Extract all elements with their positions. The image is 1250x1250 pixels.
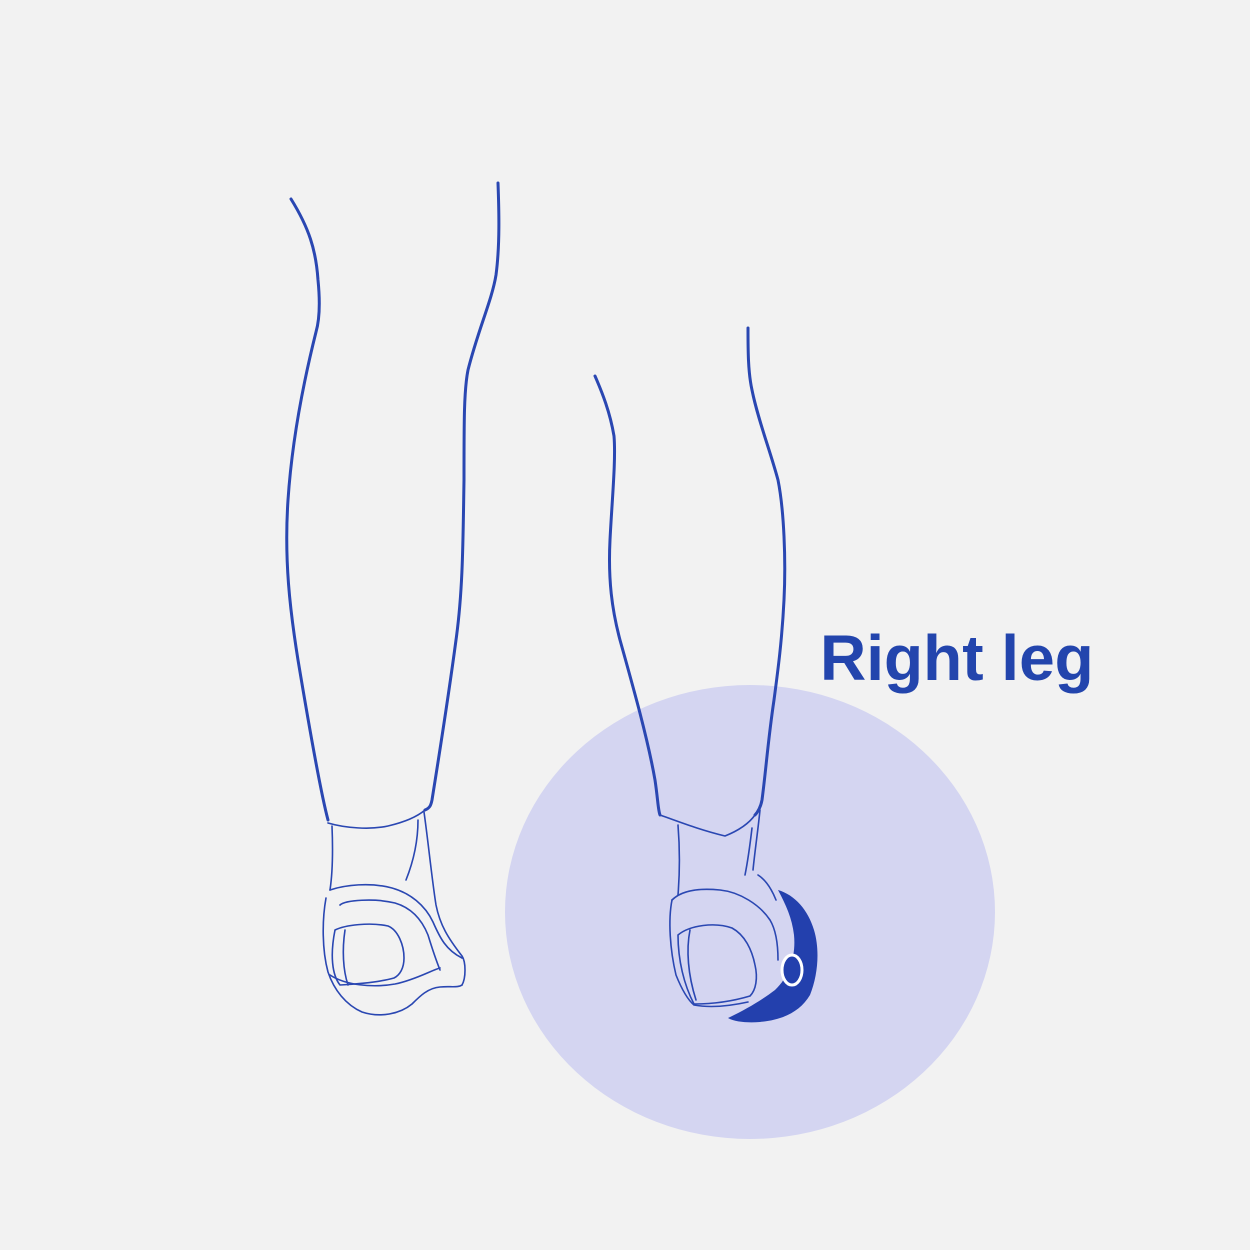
- left-leg: [285, 181, 501, 1016]
- right-leg-outer-edge: [593, 374, 662, 817]
- right-leg: [593, 326, 818, 1023]
- ankle-brace-strap: [728, 890, 818, 1023]
- right-heel: [671, 888, 779, 961]
- right-leg-label: Right leg: [820, 622, 1094, 694]
- left-sock-side-right: [423, 811, 466, 986]
- ankle-brace-icon: [728, 890, 818, 1023]
- left-heel: [329, 883, 463, 959]
- left-sock-crease: [405, 819, 419, 881]
- right-shoe-outline: [669, 899, 749, 1008]
- right-sock-side-right: [752, 809, 761, 871]
- left-leg-inner-edge: [423, 181, 501, 812]
- highlight-circle: [505, 685, 995, 1139]
- left-shoe-inner: [339, 899, 441, 971]
- right-shoe-heel-cup: [677, 924, 758, 1005]
- left-shoe-outline: [322, 897, 463, 1016]
- left-shoe-sole: [329, 967, 441, 987]
- left-sock-side-left: [329, 825, 334, 891]
- right-shoe-divider: [687, 929, 697, 1001]
- left-shoe-divider: [342, 929, 349, 986]
- right-leg-inner-edge: [746, 326, 787, 817]
- ankle-brace-button: [780, 953, 804, 987]
- right-sock-side-left: [677, 824, 681, 896]
- left-sock-cuff: [327, 809, 426, 829]
- left-leg-outer-edge: [285, 197, 330, 822]
- right-sock-crease: [744, 827, 753, 876]
- left-shoe-heel-cup: [331, 923, 405, 986]
- right-sock-cuff: [659, 814, 756, 837]
- right-shoe-ridge: [757, 874, 777, 901]
